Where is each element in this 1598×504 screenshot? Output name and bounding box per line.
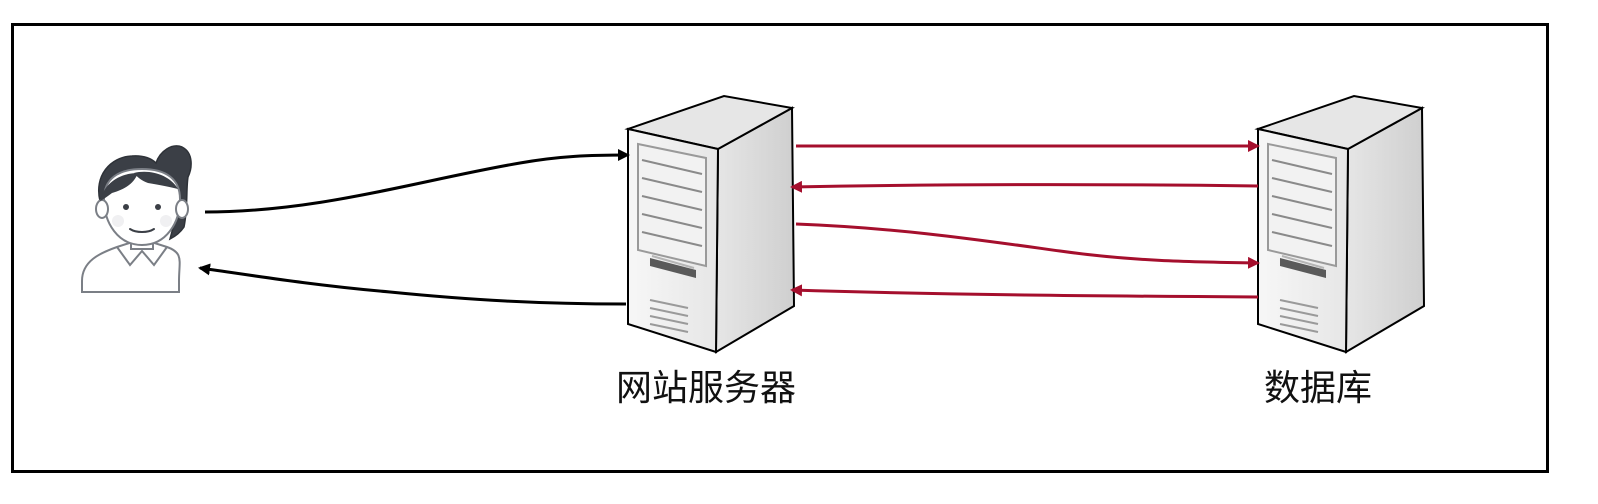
server-tower-icon	[1254, 94, 1426, 354]
edge-db-to-web-2	[790, 284, 1259, 299]
edge-user-to-web	[204, 149, 630, 214]
edge-db-to-web-1	[790, 180, 1259, 193]
server-tower-icon	[624, 94, 796, 354]
edge-web-to-user	[198, 263, 627, 306]
diagram-frame	[11, 23, 1549, 473]
web-server-label: 网站服务器	[616, 368, 797, 409]
edge-web-to-db-2	[795, 222, 1260, 269]
database-label: 数据库	[1264, 368, 1373, 409]
user-avatar-icon	[81, 145, 192, 293]
